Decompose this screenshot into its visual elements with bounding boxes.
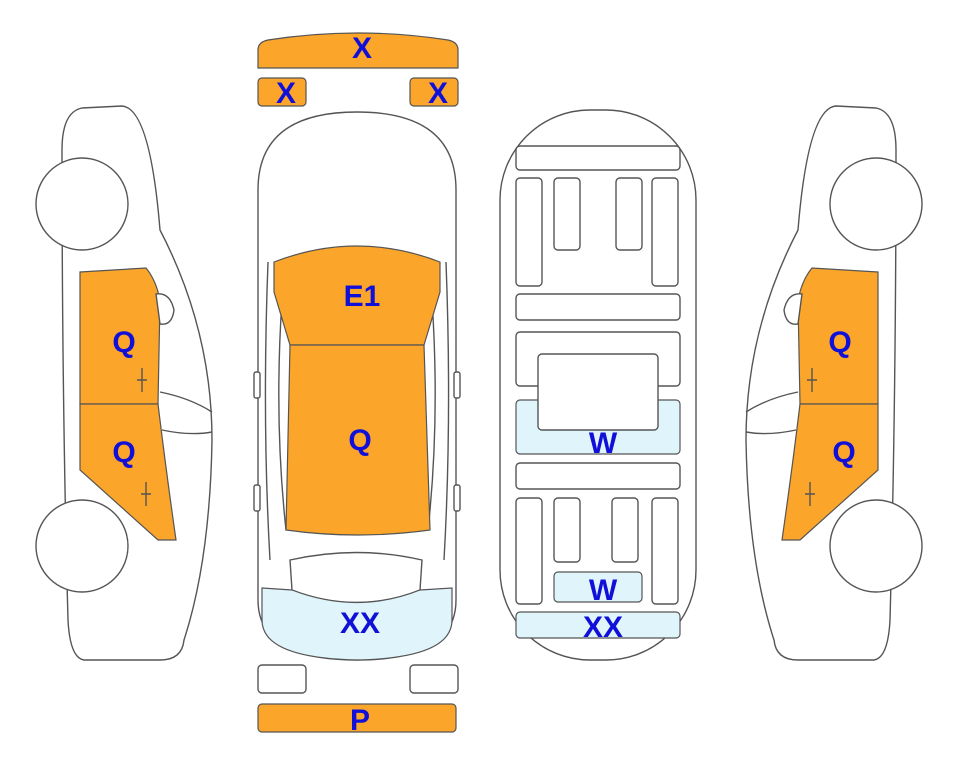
trunk-lid xyxy=(289,551,423,604)
front-right-corner-label: X xyxy=(428,77,448,110)
rear-right-corner[interactable] xyxy=(409,664,459,694)
right-rear-door-handle xyxy=(805,482,815,506)
front-bumper-group: X X X xyxy=(257,32,459,110)
left-front-door-panel[interactable] xyxy=(79,267,161,405)
floor-rear-left-pad xyxy=(553,497,581,563)
hood-panel[interactable] xyxy=(273,245,441,346)
left-front-door-label: Q xyxy=(112,326,135,359)
underside-view: W W XX xyxy=(499,109,697,661)
left-mirror xyxy=(253,371,261,399)
right-window-line xyxy=(745,429,797,435)
floor-front-left-pad xyxy=(553,177,581,251)
left-mirror-side xyxy=(155,293,175,325)
right-belt-line xyxy=(745,391,799,413)
right-rear-mirror xyxy=(453,484,461,512)
floor-front-right-pad xyxy=(615,177,643,251)
floor-rear-small-label: W xyxy=(589,574,618,607)
floor-rear-left-rail xyxy=(515,497,543,605)
rear-glass-panel[interactable] xyxy=(261,587,453,661)
right-rear-wheel xyxy=(829,499,923,593)
right-inner-line xyxy=(427,299,436,531)
floor-rear-strip-panel[interactable] xyxy=(515,611,681,639)
roof-panel[interactable] xyxy=(285,344,431,536)
left-rear-door-label: Q xyxy=(112,436,135,469)
right-front-door-label: Q xyxy=(828,326,851,359)
left-front-door-handle xyxy=(137,368,147,392)
left-rear-door-panel[interactable] xyxy=(79,403,177,541)
rear-bumper-panel[interactable] xyxy=(257,703,457,733)
top-view-car: E1 Q XX xyxy=(253,111,461,661)
floor-rear-right-pad xyxy=(611,497,639,563)
left-window-line xyxy=(161,429,213,435)
right-front-wheel xyxy=(829,157,923,251)
floor-rear-strip-label: XX xyxy=(583,611,623,644)
right-side-line xyxy=(443,261,450,561)
floor-mid-label: W xyxy=(589,427,618,460)
rear-left-corner[interactable] xyxy=(257,664,307,694)
hood-label: E1 xyxy=(344,280,381,313)
right-mirror-side xyxy=(783,293,803,325)
floor-front-right-rail xyxy=(651,177,679,287)
front-right-corner-panel[interactable] xyxy=(409,77,459,107)
right-rear-door-panel[interactable] xyxy=(781,403,879,541)
rear-bumper-label: P xyxy=(350,704,370,737)
right-mirror xyxy=(453,371,461,399)
floor-rear-right-rail xyxy=(651,497,679,605)
left-front-wheel xyxy=(35,157,129,251)
floor-rear-small-panel[interactable] xyxy=(553,571,643,603)
right-front-door-handle xyxy=(807,368,817,392)
left-rear-door-handle xyxy=(141,482,151,506)
floor-center-tunnel xyxy=(537,353,659,431)
floor-front-strip xyxy=(515,145,681,171)
rear-glass-label: XX xyxy=(340,607,380,640)
front-bumper-panel[interactable] xyxy=(257,32,459,69)
right-side-view: Q Q xyxy=(745,105,923,661)
right-rear-door-label: Q xyxy=(832,436,855,469)
front-bumper-label: X xyxy=(352,32,372,65)
floor-rear-cross xyxy=(515,462,681,490)
left-side-line xyxy=(264,261,271,561)
left-rear-mirror xyxy=(253,484,261,512)
left-inner-line xyxy=(278,299,287,531)
roof-label: Q xyxy=(348,424,371,457)
right-front-door-panel[interactable] xyxy=(797,267,879,405)
rear-bumper-group: P xyxy=(257,664,459,737)
floor-cross-member xyxy=(515,293,681,321)
floor-front-left-rail xyxy=(515,177,543,287)
front-left-corner-panel[interactable] xyxy=(257,77,307,107)
front-left-corner-label: X xyxy=(276,77,296,110)
left-belt-line xyxy=(159,391,213,413)
left-rear-wheel xyxy=(35,499,129,593)
left-side-view: Q Q xyxy=(35,105,213,661)
